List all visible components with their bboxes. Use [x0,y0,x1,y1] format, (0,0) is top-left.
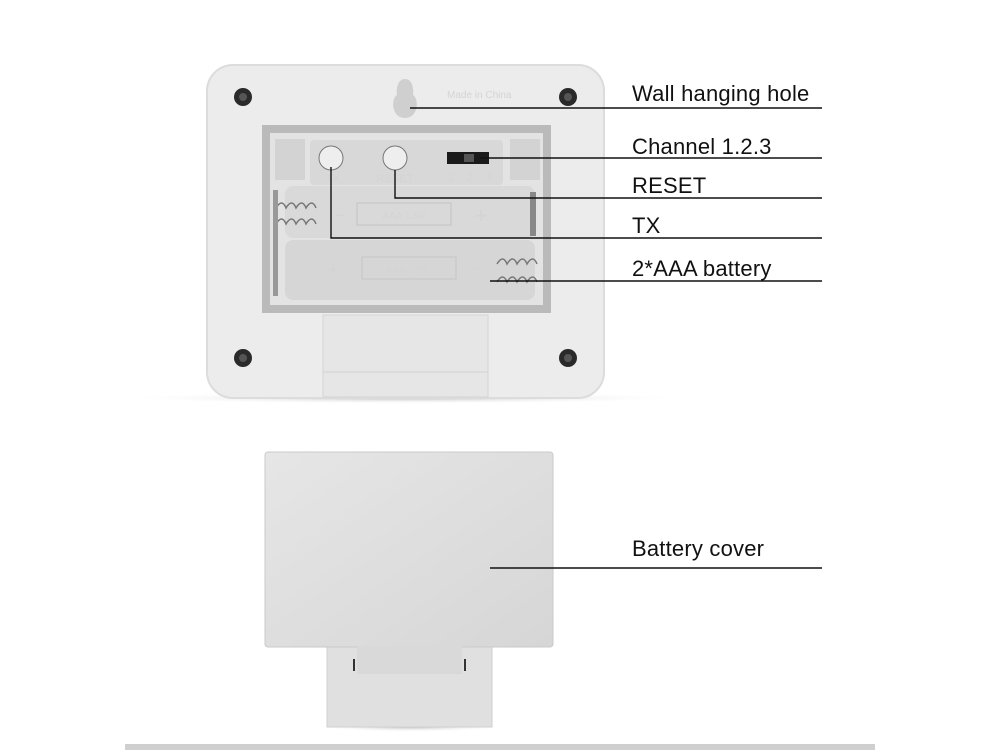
channel-1-label: 1 [448,172,454,184]
tx-button[interactable] [318,145,344,171]
label-tx: TX [632,213,661,238]
battery-slot-2: AAA 1.5V + − [273,190,538,300]
leader-tx [330,167,822,239]
battery-spec-label: AAA 1.5V [383,211,426,222]
device-stand [322,314,489,398]
cover-hinge [357,646,462,673]
battery-slot-1: AAA 1.5V − + [275,186,536,238]
corner-block [275,139,305,180]
reset-button[interactable] [382,145,408,171]
label-battery-cover: Battery cover [632,536,764,561]
screw-icon [559,88,577,106]
corner-block [510,139,540,180]
battery-cover-view [264,451,554,732]
label-channel: Channel 1.2.3 [632,134,772,159]
minus-icon: − [334,205,346,227]
device-back: Made in China TX RESET 1 2 3 AAA 1.5V − … [115,64,695,404]
screw-icon [234,88,252,106]
contact-plate [530,192,536,236]
label-wall-hanging-hole: Wall hanging hole [632,81,809,106]
made-in-china-text: Made in China [447,90,512,101]
channel-3-label: 3 [486,172,492,184]
screw-icon [559,349,577,367]
spring-icon [275,202,317,226]
battery-spec-label: AAA 1.5V [386,265,429,276]
contact-plate [273,190,278,296]
minus-icon: − [469,259,481,281]
plus-icon: + [475,203,488,228]
label-battery: 2*AAA battery [632,256,772,281]
battery-cover [264,451,554,648]
leader-reset [394,170,822,199]
channel-switch-knob[interactable] [464,154,474,162]
label-reset: RESET [632,173,706,198]
plus-icon: + [327,257,340,282]
spring-icon [496,258,538,284]
bottom-divider [125,744,875,750]
tx-printed-label: TX [326,173,341,185]
channel-2-label: 2 [467,172,473,184]
screw-icon [234,349,252,367]
